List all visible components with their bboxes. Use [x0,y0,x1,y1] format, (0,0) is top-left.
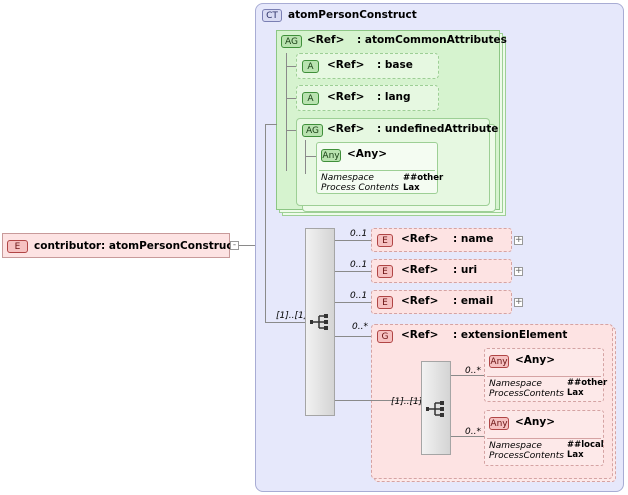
connector [335,336,371,337]
attribute-group-badge: AG [302,124,323,137]
namespace-value: ##other [567,378,608,388]
complex-type-name: atomPersonConstruct [288,9,417,21]
inner-sequence-cardinality: [1]..[1] [391,397,423,407]
namespace-label: Namespace [489,379,542,389]
any-attribute[interactable]: Any <Any> Namespace ##other Process Cont… [316,142,443,194]
connector [451,436,484,437]
attribute-lang[interactable]: A <Ref> : lang [296,85,439,111]
namespace-value: ##other [403,173,444,183]
process-contents-value: Lax [567,388,584,398]
divider [487,376,601,377]
element-ref: <Ref> [401,295,439,307]
connector [451,375,484,376]
connector [265,322,305,323]
attribute-base[interactable]: A <Ref> : base [296,53,439,79]
any-cardinality: 0..* [465,366,481,376]
process-contents-value: Lax [403,183,420,193]
inner-sequence-compositor[interactable] [421,361,451,455]
attribute-group-ref: <Ref> [327,123,365,135]
attribute-group-badge: AG [281,35,302,48]
any-badge: Any [489,355,509,368]
process-contents-label: ProcessContents [489,451,564,461]
group-cardinality: 0..* [352,322,368,332]
any-label: <Any> [347,148,388,160]
expand-toggle[interactable]: + [514,266,523,276]
element-ref: <Ref> [401,264,439,276]
connector [265,245,266,322]
element-email[interactable]: E <Ref> : email [371,290,512,314]
element-badge: E [377,296,393,309]
any-badge: Any [489,417,509,430]
namespace-value: ##local [567,440,604,450]
connector [286,53,287,171]
element-cardinality: 0..1 [350,291,368,301]
process-contents-value: Lax [567,450,584,460]
expand-toggle[interactable]: - [230,241,239,250]
any-label: <Any> [515,416,556,428]
namespace-label: Namespace [321,173,374,183]
connector [265,124,266,248]
divider [319,170,435,171]
complex-type-badge: CT [262,9,282,22]
connector [286,66,297,67]
element-cardinality: 0..1 [350,260,368,270]
element-cardinality: 0..1 [350,229,368,239]
sequence-icon [426,401,444,417]
root-element-type: : atomPersonConstruct [101,240,238,252]
attribute-group-name: : atomCommonAttributes [357,34,507,46]
root-element[interactable]: E contributor : atomPersonConstruct [2,233,238,258]
attribute-group-ref: <Ref> [307,34,345,46]
connector [305,140,306,174]
attribute-ref: <Ref> [327,91,365,103]
element-name-label: : name [453,233,494,245]
connector [286,130,297,131]
connector [305,156,317,157]
connector [335,240,371,241]
element-name[interactable]: E <Ref> : name [371,228,512,252]
process-contents-label: ProcessContents [489,389,564,399]
connector [286,98,297,99]
connector [371,400,421,401]
attribute-name: : base [377,59,413,71]
attribute-badge: A [302,92,319,105]
root-element-name: contributor [34,240,102,252]
attribute-badge: A [302,60,319,73]
element-email-label: : email [453,295,494,307]
group-ref: <Ref> [401,329,439,341]
group-badge: G [377,330,393,343]
namespace-label: Namespace [489,441,542,451]
any-element-local[interactable]: Any <Any> Namespace ##local ProcessConte… [484,410,604,466]
element-uri-label: : uri [453,264,478,276]
any-cardinality: 0..* [465,427,481,437]
element-uri[interactable]: E <Ref> : uri [371,259,512,283]
sequence-icon [310,314,328,330]
attribute-name: : lang [377,91,411,103]
group-name: : extensionElement [453,329,568,341]
connector [335,302,371,303]
expand-toggle[interactable]: + [514,297,523,307]
sequence-cardinality: [1]..[1] [276,311,308,321]
sequence-compositor[interactable] [305,228,335,416]
element-badge: E [7,240,28,253]
connector [239,245,256,246]
any-label: <Any> [515,354,556,366]
element-badge: E [377,265,393,278]
connector [335,271,371,272]
element-ref: <Ref> [401,233,439,245]
attribute-ref: <Ref> [327,59,365,71]
any-badge: Any [321,149,341,162]
process-contents-label: Process Contents [321,183,399,193]
any-element-other[interactable]: Any <Any> Namespace ##other ProcessConte… [484,348,608,402]
expand-toggle[interactable]: + [514,235,523,245]
divider [487,438,601,439]
connector [265,124,277,125]
attribute-group-name: : undefinedAttribute [377,123,499,135]
element-badge: E [377,234,393,247]
